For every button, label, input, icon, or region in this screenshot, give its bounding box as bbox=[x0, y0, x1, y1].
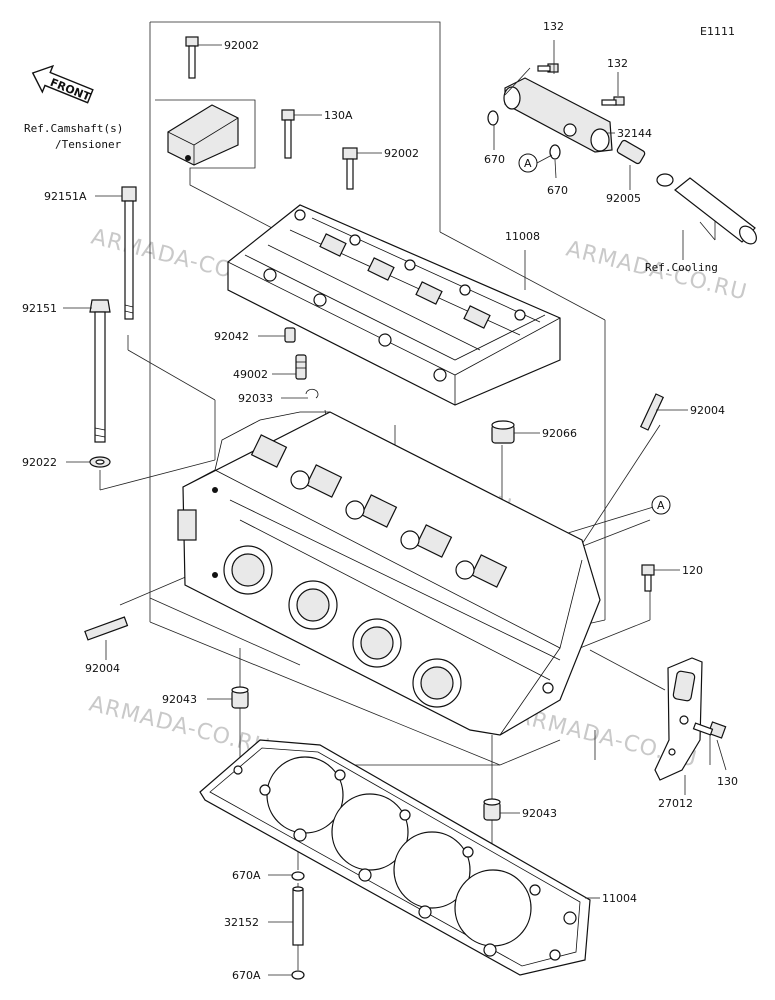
cap-92066 bbox=[491, 420, 515, 444]
oring-670-right bbox=[549, 144, 561, 160]
label-11004[interactable]: 11004 bbox=[602, 892, 637, 905]
label-92004-left[interactable]: 92004 bbox=[85, 662, 120, 675]
label-32144[interactable]: 32144 bbox=[617, 127, 652, 140]
label-92022[interactable]: 92022 bbox=[22, 456, 57, 469]
camshaft-tensioner-part bbox=[167, 104, 239, 166]
diagram-code: E1111 bbox=[700, 25, 735, 38]
label-11008[interactable]: 11008 bbox=[505, 230, 540, 243]
head-gasket-11004 bbox=[199, 739, 591, 976]
cooling-hose-icon bbox=[674, 177, 757, 245]
label-130A[interactable]: 130A bbox=[324, 109, 353, 122]
label-92151A[interactable]: 92151A bbox=[44, 190, 87, 203]
ref-camshaft-label-line2: /Tensioner bbox=[55, 138, 122, 151]
label-leaders bbox=[63, 44, 727, 976]
dowel-92042 bbox=[284, 327, 296, 343]
label-27012[interactable]: 27012 bbox=[658, 797, 693, 810]
ref-camshaft-label-line1: Ref.Camshaft(s) bbox=[24, 122, 123, 135]
bolt-92151 bbox=[89, 299, 111, 443]
bolt-132-b bbox=[601, 96, 625, 106]
bolt-92151A bbox=[121, 186, 137, 320]
pin-49002 bbox=[295, 354, 307, 380]
label-120[interactable]: 120 bbox=[682, 564, 703, 577]
bolt-92002-top bbox=[185, 36, 199, 79]
label-132-a[interactable]: 132 bbox=[543, 20, 564, 33]
dowel-92043-left bbox=[231, 686, 249, 709]
label-92002-mid[interactable]: 92002 bbox=[384, 147, 419, 160]
label-670-left[interactable]: 670 bbox=[484, 153, 505, 166]
label-130[interactable]: 130 bbox=[717, 775, 738, 788]
label-670A-top[interactable]: 670A bbox=[232, 869, 261, 882]
label-670A-bottom[interactable]: 670A bbox=[232, 969, 261, 982]
label-92043-left[interactable]: 92043 bbox=[162, 693, 197, 706]
label-32152[interactable]: 32152 bbox=[224, 916, 259, 929]
stud-92004-right bbox=[639, 393, 665, 431]
camshaft-holder-11008 bbox=[227, 204, 561, 406]
bracket-27012 bbox=[654, 657, 703, 781]
bolt-92002-mid bbox=[342, 147, 358, 190]
label-132-b[interactable]: 132 bbox=[607, 57, 628, 70]
bolt-132-a bbox=[537, 63, 559, 73]
label-92002-top[interactable]: 92002 bbox=[224, 39, 259, 52]
bolt-130 bbox=[692, 721, 727, 739]
callout-a-top: A bbox=[518, 153, 538, 173]
oring-670A-top bbox=[291, 871, 305, 881]
water-pipe-32144 bbox=[503, 77, 613, 153]
label-92151[interactable]: 92151 bbox=[22, 302, 57, 315]
label-92005[interactable]: 92005 bbox=[606, 192, 641, 205]
clamp-icon bbox=[656, 173, 674, 187]
label-92004-right[interactable]: 92004 bbox=[690, 404, 725, 417]
label-92043-right[interactable]: 92043 bbox=[522, 807, 557, 820]
front-arrow-icon: FRONT bbox=[31, 64, 94, 104]
stud-92004-left bbox=[84, 616, 129, 641]
clip-92033 bbox=[305, 388, 319, 399]
washer-92022 bbox=[89, 456, 111, 468]
part-labels: 92002 130A 92002 92151A 11008 92151 9204… bbox=[22, 20, 738, 982]
oring-670A-bottom bbox=[291, 970, 305, 980]
callout-a-top-text: A bbox=[524, 157, 532, 170]
label-92033[interactable]: 92033 bbox=[238, 392, 273, 405]
dowel-92043-right bbox=[483, 798, 501, 821]
cylinder-head bbox=[177, 411, 601, 736]
ref-cooling-label: Ref.Cooling bbox=[645, 261, 718, 274]
bolt-120 bbox=[641, 564, 655, 592]
label-49002[interactable]: 49002 bbox=[233, 368, 268, 381]
callout-a-mid-text: A bbox=[657, 499, 665, 512]
fitting-92005 bbox=[616, 139, 646, 165]
label-670-right[interactable]: 670 bbox=[547, 184, 568, 197]
label-92066[interactable]: 92066 bbox=[542, 427, 577, 440]
callout-a-mid: A bbox=[651, 495, 671, 515]
oring-670-left bbox=[487, 110, 499, 126]
pipe-32152 bbox=[292, 886, 304, 946]
bolt-130A bbox=[281, 109, 295, 159]
label-92042[interactable]: 92042 bbox=[214, 330, 249, 343]
